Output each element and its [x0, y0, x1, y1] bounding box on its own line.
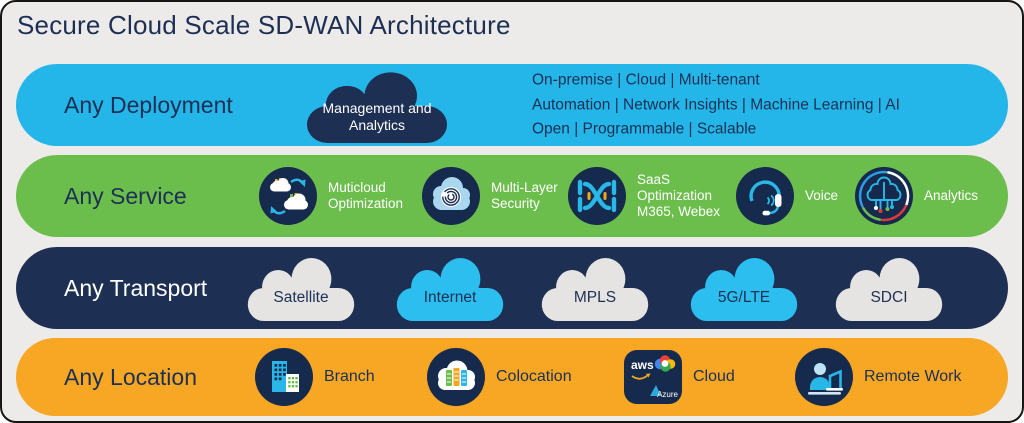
location-item-remote-work: Remote Work	[795, 348, 962, 406]
location-item-label: Colocation	[496, 368, 572, 385]
multicloud-icon	[259, 167, 317, 225]
service-item-label: Muticloud Optimization	[328, 180, 404, 211]
service-item-analytics: Analytics	[855, 167, 1022, 225]
feature-line: Open | Programmable | Scalable	[532, 120, 757, 138]
cloud-providers-icon: aws Azure	[624, 350, 682, 404]
band-label-transport: Any Transport	[64, 274, 208, 301]
page-title: Secure Cloud Scale SD-WAN Architecture	[17, 10, 511, 40]
service-item-label: Multi-Layer Security	[491, 180, 558, 211]
cloud-icon	[541, 258, 649, 321]
feature-line: On-premise | Cloud | Multi-tenant	[532, 71, 760, 89]
service-item-voice: Voice	[736, 167, 905, 225]
transport-cloud-satellite: Satellite	[244, 255, 358, 321]
band-label-location: Any Location	[64, 363, 197, 390]
cloud-icon	[690, 258, 798, 321]
band-any-deployment: Any Deployment Management and Analytics …	[16, 64, 1008, 146]
band-label-service: Any Service	[64, 182, 187, 209]
transport-cloud-sdci: SDCI	[832, 255, 946, 321]
deployment-feature-list: On-premise | Cloud | Multi-tenant Automa…	[532, 68, 900, 142]
management-analytics-cloud: Management and Analytics	[302, 69, 452, 143]
transport-cloud-internet: Internet	[393, 255, 507, 321]
cloud-icon	[307, 72, 447, 143]
location-item-cloud: aws Azure Cloud	[624, 350, 735, 404]
service-item-label: Voice	[805, 188, 839, 203]
transport-cloud-label: SDCI	[870, 289, 908, 306]
branch-building-icon	[255, 348, 313, 406]
saas-dna-icon	[568, 167, 626, 225]
provider-badge-icon	[624, 350, 682, 404]
transport-cloud-mpls: MPLS	[538, 255, 652, 321]
location-item-label: Branch	[324, 368, 375, 385]
location-item-branch: Branch	[255, 348, 375, 406]
fingerprint-cloud-icon	[422, 167, 480, 225]
band-any-location: Any Location Branch	[16, 338, 1008, 416]
transport-cloud-label: MPLS	[573, 289, 617, 306]
transport-cloud-5glte: 5G/LTE	[687, 255, 801, 321]
transport-cloud-label: Internet	[423, 289, 477, 306]
transport-cloud-label: Satellite	[273, 289, 329, 306]
azure-logo-text: Azure	[657, 390, 678, 399]
headset-icon	[736, 167, 794, 225]
band-any-service: Any Service Muticloud Optimization	[16, 155, 1008, 237]
aws-logo-text: aws	[631, 358, 654, 372]
location-item-colocation: Colocation	[427, 348, 572, 406]
service-item-security: Multi-Layer Security	[422, 167, 591, 225]
service-item-label: Analytics	[924, 188, 979, 203]
brain-analytics-icon	[855, 167, 913, 225]
location-item-label: Cloud	[693, 368, 735, 385]
service-item-multicloud: Muticloud Optimization	[259, 167, 428, 225]
location-item-label: Remote Work	[864, 368, 962, 385]
band-any-transport: Any Transport Satellite Internet MPLS 5G…	[16, 247, 1008, 329]
colocation-cloud-icon	[427, 348, 485, 406]
band-label-deployment: Any Deployment	[64, 91, 233, 118]
transport-cloud-label: 5G/LTE	[717, 289, 771, 306]
feature-line: Automation | Network Insights | Machine …	[532, 95, 900, 113]
remote-work-icon	[795, 348, 853, 406]
service-item-label: SaaS Optimization M365, Webex	[637, 172, 721, 219]
service-item-saas: SaaS Optimization M365, Webex	[568, 167, 737, 225]
cloud-icon	[396, 258, 504, 321]
cloud-icon	[247, 258, 355, 321]
management-analytics-label: Management and Analytics	[322, 100, 432, 133]
cloud-icon	[835, 258, 943, 321]
